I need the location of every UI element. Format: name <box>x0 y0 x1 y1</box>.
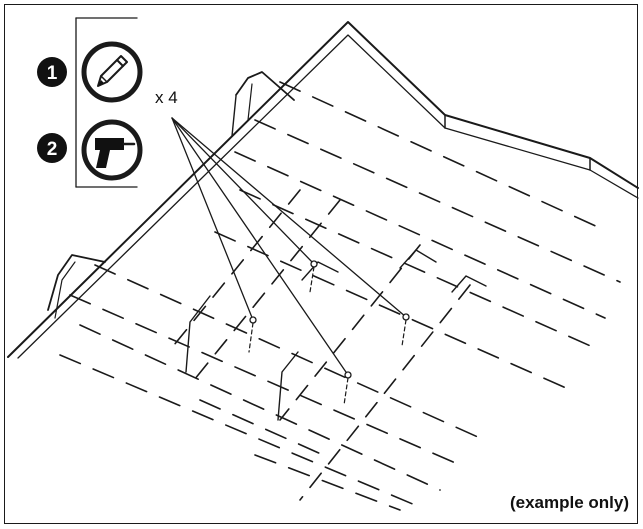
step-1-number: 1 <box>47 63 58 84</box>
dashed-guide-lines <box>59 81 621 511</box>
step-2-number: 2 <box>47 139 58 160</box>
example-only-note: (example only) <box>509 493 629 512</box>
drill-icon <box>81 119 143 181</box>
dashed-cross-lines <box>169 189 471 501</box>
leader-lines <box>171 117 407 376</box>
tool-legend: 1 2 <box>37 17 143 188</box>
mounting-brackets <box>185 249 487 421</box>
quantity-label: x 4 <box>155 88 178 107</box>
step-2-marker: 2 <box>37 133 67 163</box>
step-1-marker: 1 <box>37 57 67 87</box>
roof-edge <box>7 21 639 359</box>
screw-shafts <box>248 266 407 406</box>
screw-points <box>249 260 410 379</box>
pencil-icon <box>81 41 143 103</box>
